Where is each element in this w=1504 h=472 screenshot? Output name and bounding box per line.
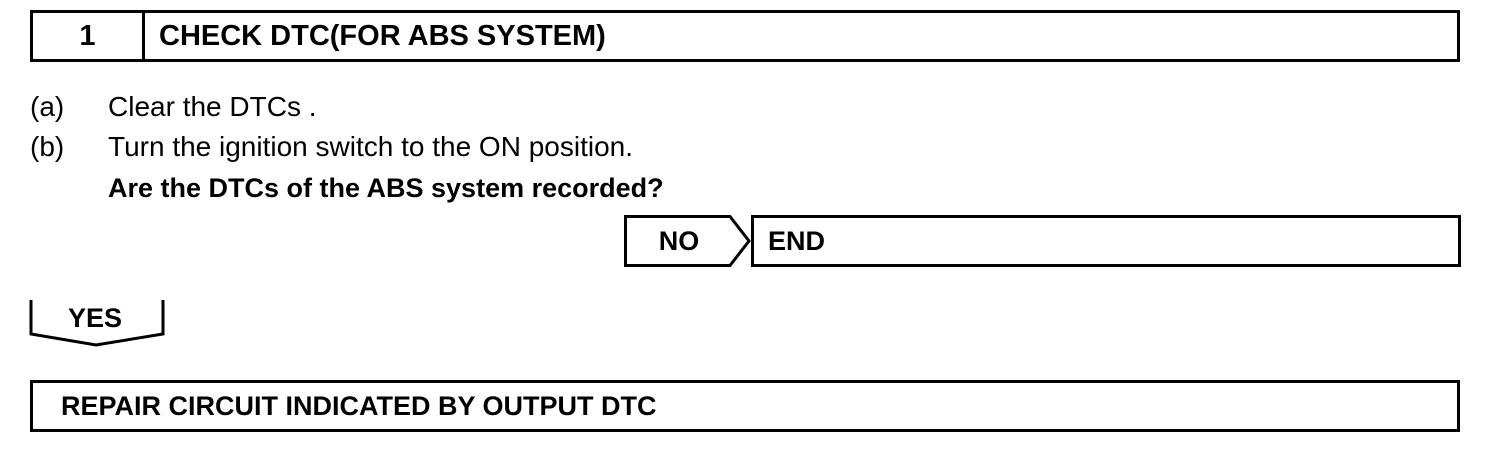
no-arrow-shape [624, 215, 751, 267]
no-branch-result: END [751, 215, 1461, 267]
step-number: 1 [33, 13, 145, 59]
check-question: Are the DTCs of the ABS system recorded? [108, 173, 664, 203]
instruction-a: (a) Clear the DTCs . [30, 91, 317, 123]
instruction-b: (b) Turn the ignition switch to the ON po… [30, 131, 633, 163]
yes-branch-label: YES [67, 302, 123, 333]
step-title: CHECK DTC(FOR ABS SYSTEM) [159, 19, 606, 52]
no-branch-label: NO [658, 225, 700, 256]
instruction-text: Turn the ignition switch to the ON posit… [108, 131, 633, 162]
yes-branch-result: REPAIR CIRCUIT INDICATED BY OUTPUT DTC [30, 380, 1460, 432]
yes-arrow-shape [29, 300, 165, 347]
instruction-marker: (a) [30, 91, 65, 122]
step-header: 1 CHECK DTC(FOR ABS SYSTEM) [30, 10, 1460, 62]
instruction-text: Clear the DTCs . [108, 91, 317, 122]
instruction-marker: (b) [30, 131, 65, 162]
